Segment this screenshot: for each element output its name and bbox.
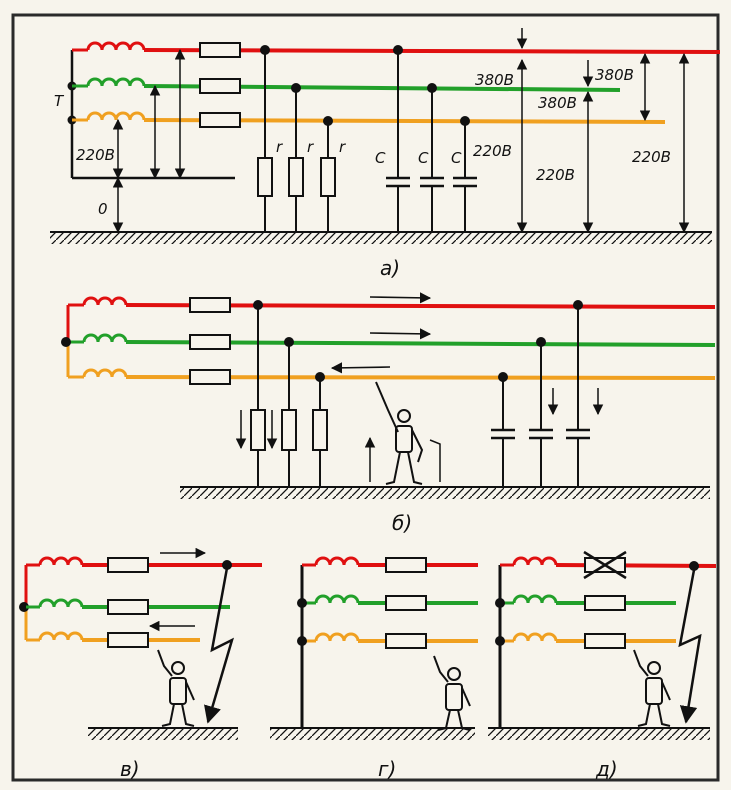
capacitor-label-3: С xyxy=(451,149,462,167)
phase2-coil-icon xyxy=(38,598,84,608)
transformer-label: Т xyxy=(54,92,65,110)
fuse-phase1 xyxy=(189,297,231,313)
resistor-2 xyxy=(281,409,297,451)
fuse-phase3 xyxy=(189,369,231,385)
fuse-phase1 xyxy=(107,557,149,573)
person-icon xyxy=(633,649,671,727)
phase1-coil-icon xyxy=(86,41,146,51)
current-arrow-phase2 xyxy=(369,328,432,340)
fuse-phase3 xyxy=(199,112,241,128)
panel-v-caption: в) xyxy=(120,757,140,781)
ground-hatch xyxy=(88,728,238,740)
ground-hatch xyxy=(180,487,710,499)
phase1-coil-icon xyxy=(38,556,84,566)
phase3-coil-icon xyxy=(82,368,128,378)
person-icon xyxy=(433,655,471,731)
panel-b: б) xyxy=(61,292,716,535)
lightning-fault-icon xyxy=(204,567,235,724)
panel-a-caption: а) xyxy=(380,256,400,280)
line-voltage-mid-label: 380В xyxy=(538,94,577,112)
line-voltage-top-label: 380В xyxy=(475,71,514,89)
blown-fuse-cross-icon xyxy=(583,550,627,580)
phase2-coil-icon xyxy=(82,333,128,343)
star-point xyxy=(61,337,71,347)
resistor-label-2: r xyxy=(307,138,314,156)
phase3-coil-icon xyxy=(314,632,360,642)
capacitor-loads: С С С xyxy=(375,45,477,232)
outer-frame xyxy=(11,13,720,782)
panel-b-caption: б) xyxy=(392,511,412,535)
capacitor-label-2: С xyxy=(418,149,429,167)
resistor-3 xyxy=(320,157,336,197)
phase2-coil-icon xyxy=(86,77,146,87)
resistor-3 xyxy=(312,409,328,451)
panel-g: г) xyxy=(270,556,478,781)
panel-v: в) xyxy=(19,547,262,781)
fuse-phase2 xyxy=(189,334,231,350)
fuse-phase2 xyxy=(385,595,427,611)
current-arrow-phase3 xyxy=(330,362,391,374)
ground-hatch xyxy=(270,728,475,740)
resistor-1 xyxy=(250,409,266,451)
fuse-phase3 xyxy=(584,633,626,649)
zero-label: 0 xyxy=(98,200,108,218)
panel-a: r r r С С С xyxy=(50,28,721,280)
capacitor-label-1: С xyxy=(375,149,386,167)
panel-d: д) xyxy=(488,550,717,781)
fuse-phase2 xyxy=(107,599,149,615)
fuse-phase2 xyxy=(584,595,626,611)
fuse-phase1 xyxy=(385,557,427,573)
phase2-coil-icon xyxy=(314,594,360,604)
ground-hatch xyxy=(50,232,712,244)
phase3-coil-icon xyxy=(38,631,84,641)
person-icon xyxy=(157,649,195,727)
phase3-coil-icon xyxy=(512,632,558,642)
ground-hatch xyxy=(488,728,710,740)
fuse-phase3 xyxy=(385,633,427,649)
resistor-label-3: r xyxy=(339,138,346,156)
body-current-path xyxy=(429,439,441,482)
phase-voltage-left-label: 220В xyxy=(76,146,115,164)
panel-g-caption: г) xyxy=(378,757,396,781)
resistor-label-1: r xyxy=(276,138,283,156)
phase2-coil-icon xyxy=(512,594,558,604)
resistor-1 xyxy=(257,157,273,197)
panel-d-caption: д) xyxy=(595,757,618,781)
line-voltage-right-label: 380В xyxy=(595,66,634,84)
phase-voltage-mid-label: 220В xyxy=(536,166,575,184)
capacitor-voltage-label: 220В xyxy=(473,142,512,160)
phase1-coil-icon xyxy=(512,556,558,566)
resistor-2 xyxy=(288,157,304,197)
fuse-phase2 xyxy=(199,78,241,94)
resistor-loads: r r r xyxy=(257,45,346,232)
person-icon xyxy=(375,381,424,485)
phase-voltage-right-label: 220В xyxy=(632,148,671,166)
phase1-coil-icon xyxy=(82,296,128,306)
current-arrow-phase1 xyxy=(369,292,432,304)
phase1-coil-icon xyxy=(314,556,360,566)
lightning-fault-icon xyxy=(678,569,702,724)
fuse-phase1 xyxy=(199,42,241,58)
fuse-phase3 xyxy=(107,632,149,648)
